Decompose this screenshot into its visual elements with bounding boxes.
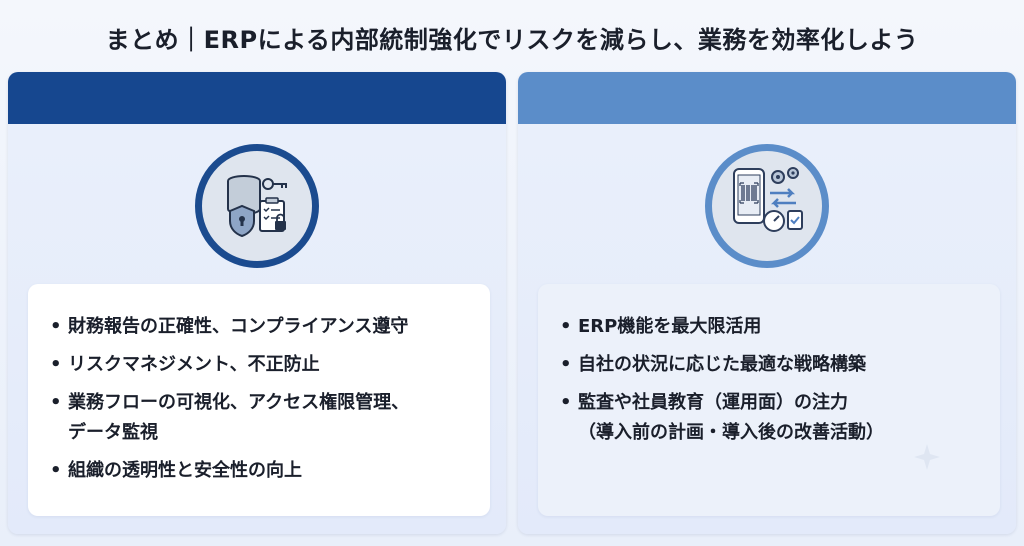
database-key-checklist-icon — [195, 144, 319, 268]
left-panel: 財務報告の正確性、コンプライアンス遵守 リスクマネジメント、不正防止 業務フロー… — [8, 72, 506, 534]
left-bullet-list: 財務報告の正確性、コンプライアンス遵守 リスクマネジメント、不正防止 業務フロー… — [50, 312, 468, 486]
sparkle-icon — [914, 444, 940, 470]
list-item: 自社の状況に応じた最適な戦略構築 — [560, 350, 978, 380]
page-title: まとめ｜ERPによる内部統制強化でリスクを減らし、業務を効率化しよう — [105, 26, 919, 54]
list-item: 業務フローの可視化、アクセス権限管理、データ監視 — [50, 388, 468, 448]
list-item: ERP機能を最大限活用 — [560, 312, 978, 342]
right-panel-header — [518, 72, 1016, 124]
list-item: 監査や社員教育（運用面）の注力（導入前の計画・導入後の改善活動） — [560, 388, 978, 448]
phone-gears-gauge-icon — [705, 144, 829, 268]
left-bullet-card: 財務報告の正確性、コンプライアンス遵守 リスクマネジメント、不正防止 業務フロー… — [28, 284, 490, 516]
right-bullet-list: ERP機能を最大限活用 自社の状況に応じた最適な戦略構築 監査や社員教育（運用面… — [560, 312, 978, 448]
list-item: リスクマネジメント、不正防止 — [50, 350, 468, 380]
left-panel-header — [8, 72, 506, 124]
right-bullet-card: ERP機能を最大限活用 自社の状況に応じた最適な戦略構築 監査や社員教育（運用面… — [538, 284, 1000, 516]
list-item: 財務報告の正確性、コンプライアンス遵守 — [50, 312, 468, 342]
right-panel: ERP機能を最大限活用 自社の状況に応じた最適な戦略構築 監査や社員教育（運用面… — [518, 72, 1016, 534]
list-item: 組織の透明性と安全性の向上 — [50, 456, 468, 486]
